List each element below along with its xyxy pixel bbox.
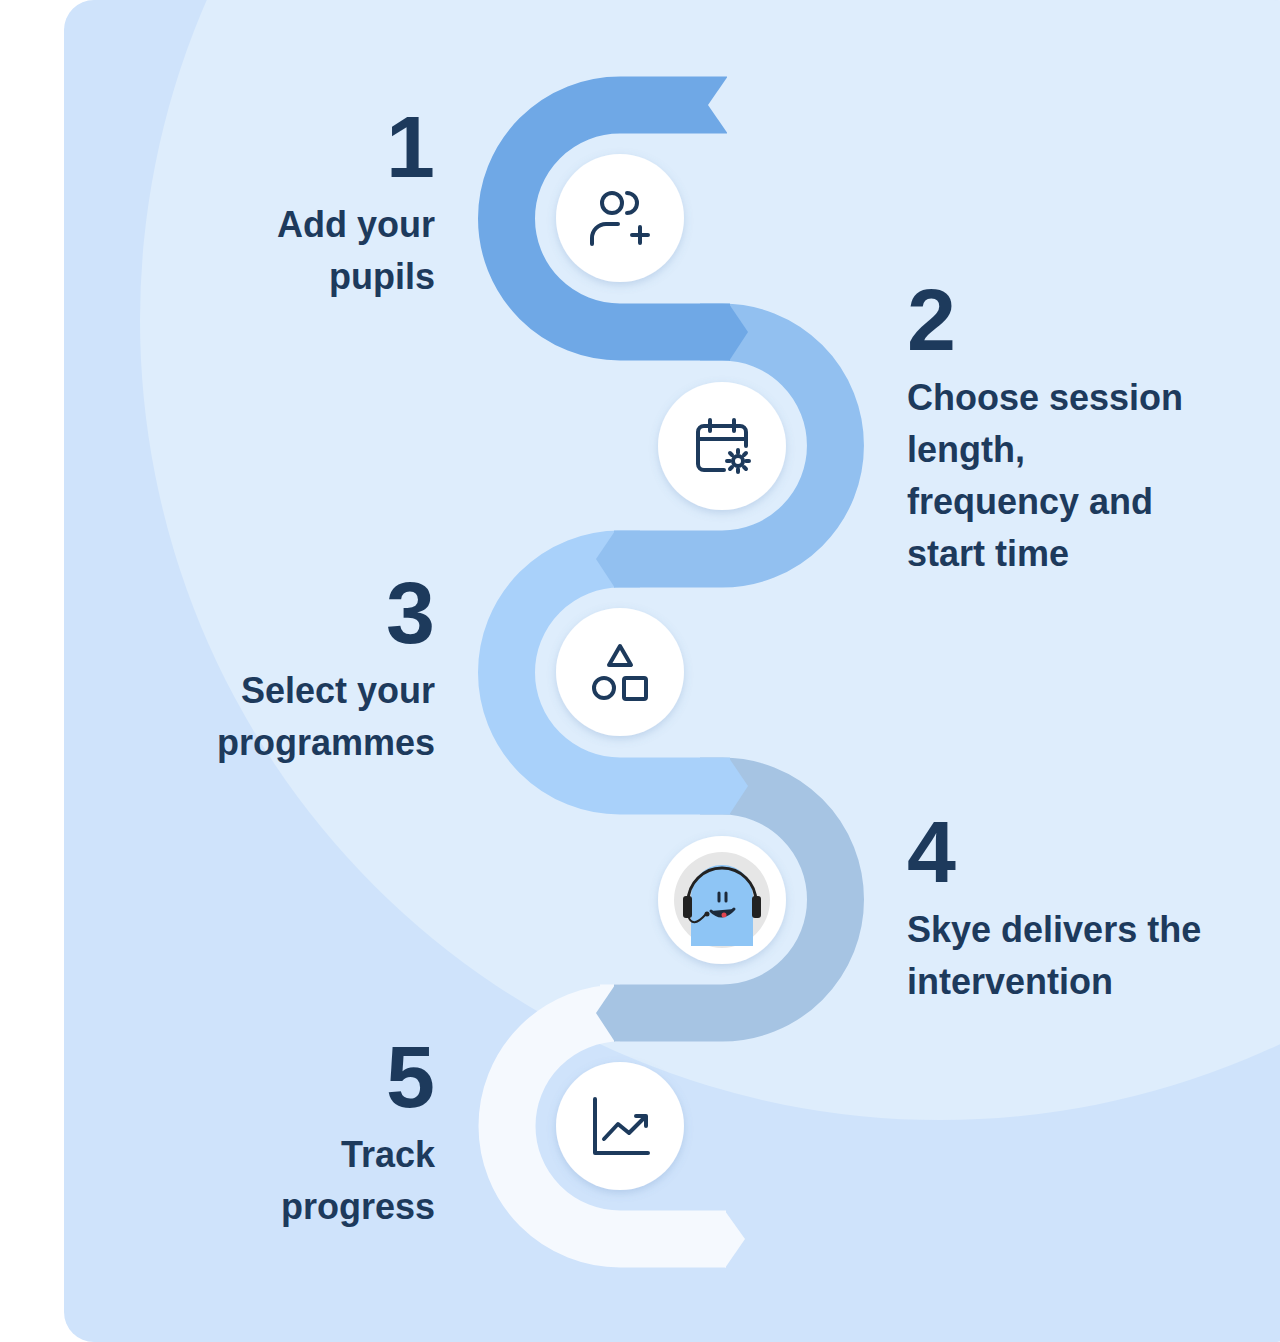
- step-group: 1Add your pupils: [175, 103, 435, 303]
- step-number: 2: [907, 276, 1207, 364]
- step-group: 5Track progress: [195, 1033, 435, 1233]
- icon-circles: [556, 154, 786, 1190]
- icon-circle: [658, 836, 786, 964]
- chart-icon: [595, 1099, 648, 1153]
- step-number: 1: [175, 103, 435, 191]
- step-number: 3: [175, 569, 435, 657]
- robot-avatar: [674, 852, 770, 948]
- icon-circle: [556, 608, 684, 736]
- step-label: Choose session length, frequency and sta…: [907, 372, 1207, 580]
- ribbon-tip: [729, 758, 748, 815]
- shapes-icon: [594, 646, 646, 699]
- step-group: 3Select your programmes: [175, 569, 435, 769]
- step-number: 4: [907, 808, 1237, 896]
- icon-circle: [556, 1062, 684, 1190]
- step-label: Skye delivers the intervention: [907, 904, 1237, 1008]
- step-number: 5: [195, 1033, 435, 1121]
- step-group: 4Skye delivers the intervention: [907, 808, 1237, 1008]
- icon-circle: [556, 154, 684, 282]
- step-group: 2Choose session length, frequency and st…: [907, 276, 1207, 580]
- ribbon-tip: [596, 985, 615, 1042]
- step-label: Track progress: [195, 1129, 435, 1233]
- ribbon-tip: [596, 531, 615, 588]
- ribbon-segment: [507, 559, 731, 786]
- ribbon-segment: [507, 1013, 726, 1239]
- step-label: Select your programmes: [175, 665, 435, 769]
- ribbon-notch: [708, 76, 728, 134]
- background-circle: [140, 0, 1280, 1120]
- ribbon: [507, 76, 836, 1268]
- ribbon-tip: [725, 1211, 745, 1268]
- step-label: Add your pupils: [175, 199, 435, 303]
- add-user-icon: [592, 193, 648, 244]
- ribbon-segment: [507, 105, 731, 332]
- ribbon-segment: [614, 332, 835, 559]
- ribbon-segment: [614, 786, 836, 1013]
- icon-circle: [658, 382, 786, 510]
- ribbon-tip: [729, 304, 748, 361]
- calendar-settings-icon: [698, 420, 749, 472]
